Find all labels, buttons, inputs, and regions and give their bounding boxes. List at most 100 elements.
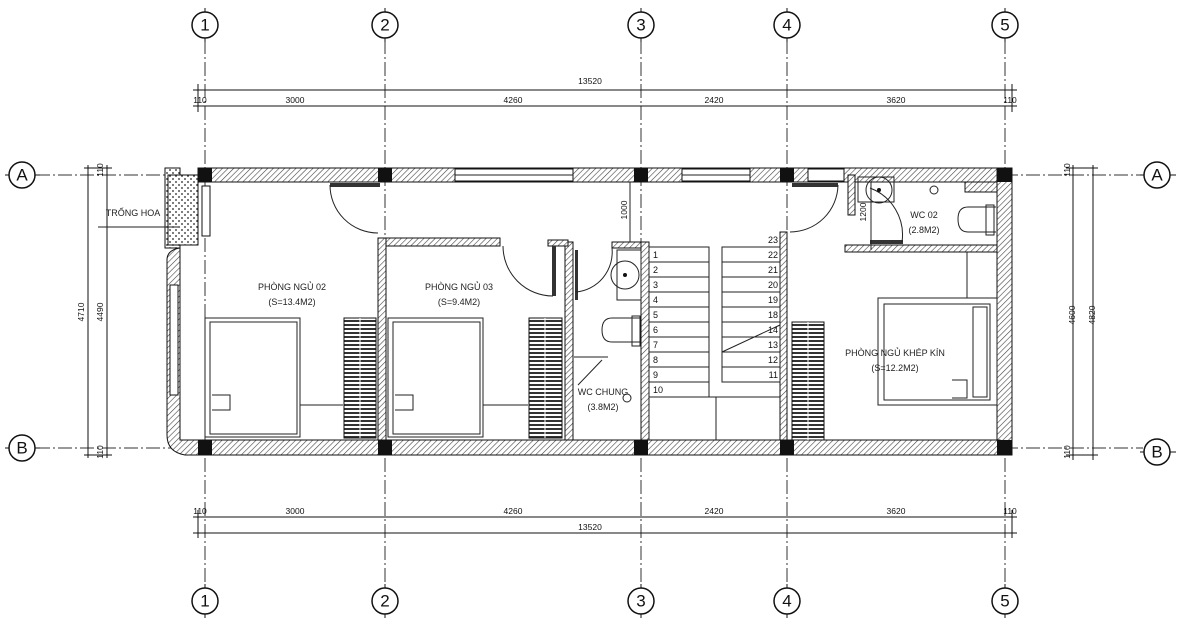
grid-bubble-B-left: B [5, 434, 40, 462]
door-bedroom3 [502, 245, 556, 297]
label-bedroom3-name: PHÒNG NGỦ 03 [425, 281, 493, 292]
grid-bubble-1-bottom: 1 [191, 584, 219, 618]
stair-number: 10 [653, 385, 663, 395]
svg-text:A: A [1151, 166, 1163, 185]
stair-tread [721, 366, 781, 383]
stair-number: 8 [653, 355, 658, 365]
grid-bubble-1-top: 1 [191, 8, 219, 42]
svg-text:110: 110 [95, 445, 105, 459]
svg-text:3000: 3000 [286, 95, 305, 105]
svg-text:4: 4 [782, 16, 791, 35]
svg-text:2420: 2420 [705, 95, 724, 105]
stair-number: 11 [769, 370, 778, 380]
svg-text:110: 110 [1003, 506, 1017, 516]
grid-bubble-A-left: A [5, 161, 40, 189]
stair-number: 12 [768, 355, 778, 365]
grid-bubbles: 1 2 3 4 5 1 2 3 4 5 A B A B [5, 8, 1176, 618]
walls [164, 167, 1013, 456]
svg-text:3620: 3620 [887, 506, 906, 516]
sink-wc-common [610, 249, 642, 301]
stair-number: 18 [768, 310, 778, 320]
grid-bubble-2-top: 2 [371, 8, 399, 42]
svg-text:4600: 4600 [1067, 305, 1077, 324]
stair-number: 14 [768, 325, 778, 335]
svg-text:1: 1 [200, 16, 209, 35]
svg-text:1: 1 [200, 592, 209, 611]
wardrobe-bedroom2 [343, 317, 377, 439]
grid-bubble-4-bottom: 4 [773, 584, 801, 618]
svg-text:1000: 1000 [619, 200, 629, 219]
stair-number: 1 [653, 250, 658, 260]
svg-text:B: B [16, 439, 27, 458]
stair-number: 5 [653, 310, 658, 320]
svg-text:4490: 4490 [95, 302, 105, 321]
svg-text:4260: 4260 [504, 506, 523, 516]
door-master [789, 183, 839, 233]
stair-number: 22 [768, 250, 778, 260]
wardrobe-bedroom3 [528, 317, 563, 439]
svg-text:1200: 1200 [858, 202, 868, 221]
stair-number: 23 [768, 235, 778, 245]
stair-number: 19 [768, 295, 778, 305]
label-bedroom2-area: (S=13.4M2) [268, 297, 315, 307]
toilet-wc02 [957, 204, 996, 236]
stair-break-line [721, 324, 781, 353]
dim-overall-bottom: 13520 [578, 522, 602, 532]
label-bedroom2-name: PHÒNG NGỦ 02 [258, 281, 326, 292]
svg-text:110: 110 [1062, 163, 1072, 177]
stair-number: 20 [768, 280, 778, 290]
label-wc-common-area: (3.8M2) [587, 402, 618, 412]
svg-text:110: 110 [193, 506, 207, 516]
label-wc02-name: WC 02 [910, 210, 938, 220]
grid-bubble-5-bottom: 5 [991, 584, 1019, 618]
svg-text:2: 2 [380, 592, 389, 611]
stair-number: 7 [653, 340, 658, 350]
stair-number: 9 [653, 370, 658, 380]
svg-text:110: 110 [1003, 95, 1017, 105]
top-dimensions: 13520 110 3000 4260 2420 3620 110 [193, 76, 1017, 112]
svg-text:4710: 4710 [76, 302, 86, 321]
room-labels: TRỐNG HOA PHÒNG NGỦ 02 (S=13.4M2) PHÒNG … [98, 207, 945, 412]
stair-number: 3 [653, 280, 658, 290]
door-wc-common [575, 247, 613, 300]
svg-text:3: 3 [636, 16, 645, 35]
stair-number: 4 [653, 295, 658, 305]
svg-text:4820: 4820 [1087, 305, 1097, 324]
bottom-dimensions: 110 3000 4260 2420 3620 110 13520 [193, 506, 1017, 538]
bed-master [877, 252, 998, 406]
grid-bubble-A-right: A [1140, 161, 1176, 189]
label-wc-common-name: WC CHUNG [578, 387, 629, 397]
stair-number: 6 [653, 325, 658, 335]
svg-text:5: 5 [1000, 592, 1009, 611]
grid-bubble-B-right: B [1140, 438, 1176, 466]
label-wc02-area: (2.8M2) [908, 225, 939, 235]
stair-number: 21 [768, 265, 778, 275]
bed-bedroom3 [387, 317, 528, 438]
grid-bubble-2-bottom: 2 [371, 584, 399, 618]
svg-text:110: 110 [95, 163, 105, 177]
label-bedroom3-area: (S=9.4M2) [438, 297, 480, 307]
stair-number: 2 [653, 265, 658, 275]
label-master-area: (S=12.2M2) [871, 363, 918, 373]
svg-text:3620: 3620 [887, 95, 906, 105]
svg-text:B: B [1151, 443, 1162, 462]
svg-text:2420: 2420 [705, 506, 724, 516]
svg-text:3000: 3000 [286, 506, 305, 516]
wardrobe-master [791, 321, 825, 441]
label-master-name: PHÒNG NGỦ KHÉP KÍN [845, 347, 945, 358]
grid-bubble-3-bottom: 3 [627, 584, 655, 618]
side-dimensions: 4710 4490 110 110 4600 4820 110 110 [76, 163, 1098, 460]
fixtures [167, 174, 998, 441]
dim-overall-top: 13520 [578, 76, 602, 86]
door-bedroom2 [329, 183, 380, 234]
grid-bubble-5-top: 5 [991, 8, 1019, 42]
svg-text:2: 2 [380, 16, 389, 35]
shower-wc-common [574, 356, 632, 403]
bed-bedroom2 [204, 317, 343, 438]
svg-text:110: 110 [193, 95, 207, 105]
doors: 1000 1200 [329, 182, 903, 300]
door-wc02 [869, 187, 903, 244]
toilet-wc-common [601, 315, 641, 347]
svg-text:110: 110 [1062, 445, 1072, 459]
